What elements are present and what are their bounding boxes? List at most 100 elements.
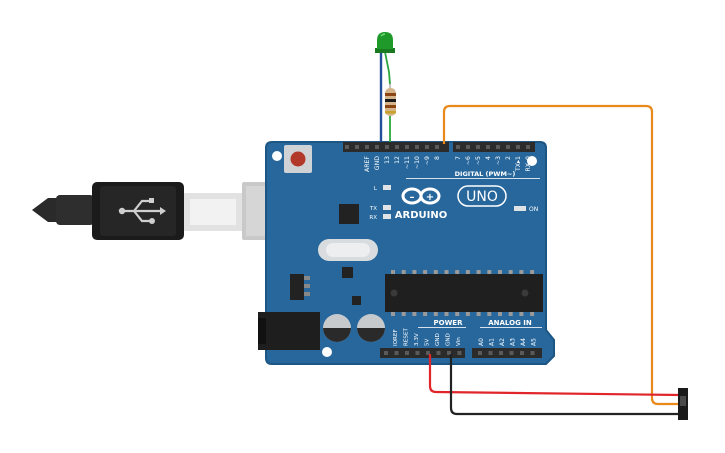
chip-pin bbox=[423, 270, 428, 274]
top-pin-label: ~3 bbox=[495, 156, 502, 165]
analog-header-label: ANALOG IN bbox=[488, 319, 532, 327]
pin-hole[interactable] bbox=[499, 351, 503, 355]
status-leds: L TX RX ON bbox=[369, 185, 538, 221]
power-pin-label: Vin bbox=[456, 337, 462, 346]
pin-hole[interactable] bbox=[405, 351, 409, 355]
top-pin-label: TX▸1 bbox=[515, 156, 522, 172]
pin-hole[interactable] bbox=[457, 351, 462, 355]
power-pin-label: 3.3V bbox=[414, 333, 420, 346]
chip-pin bbox=[401, 270, 406, 274]
pin-hole[interactable] bbox=[405, 145, 409, 149]
pin-hole[interactable] bbox=[385, 145, 389, 149]
voltage-regulator bbox=[290, 274, 310, 300]
digital-header-label: DIGITAL (PWM~) bbox=[455, 170, 516, 178]
chip-pin bbox=[455, 270, 460, 274]
mount-hole bbox=[527, 156, 537, 166]
analog-pin-label: A2 bbox=[499, 338, 506, 346]
pin-hole[interactable] bbox=[375, 145, 379, 149]
chip-pin bbox=[433, 270, 438, 274]
pin-hole[interactable] bbox=[466, 145, 470, 149]
small-chip bbox=[342, 267, 353, 278]
pin-hole[interactable] bbox=[488, 351, 493, 355]
power-pin-label: RESET bbox=[404, 327, 410, 346]
top-pin-label: GND bbox=[374, 156, 381, 170]
led-on bbox=[514, 206, 526, 211]
pin-hole[interactable] bbox=[506, 145, 510, 149]
analog-pin-label: A5 bbox=[531, 338, 538, 346]
pin-hole[interactable] bbox=[516, 145, 520, 149]
chip-pin bbox=[401, 312, 406, 316]
top-pin-label: 7 bbox=[455, 156, 462, 160]
top-pin-label: 13 bbox=[384, 156, 391, 164]
pin-hole[interactable] bbox=[425, 145, 429, 149]
usb-icon bbox=[118, 198, 166, 224]
green-led[interactable] bbox=[375, 32, 395, 53]
pin-hole[interactable] bbox=[447, 351, 451, 355]
slide-switch[interactable] bbox=[678, 388, 688, 420]
mount-hole bbox=[272, 151, 282, 161]
chip-pin bbox=[465, 270, 470, 274]
atmega-microcontroller bbox=[385, 270, 543, 316]
svg-text:+: + bbox=[426, 192, 434, 203]
led-tx-label: TX bbox=[369, 206, 377, 212]
pin-hole[interactable] bbox=[526, 145, 530, 149]
pin-hole[interactable] bbox=[415, 145, 419, 149]
top-pin-label: ~5 bbox=[475, 156, 482, 165]
top-pin-label: 8 bbox=[434, 156, 441, 160]
led-l-label: L bbox=[374, 186, 378, 192]
top-pin-label: 4 bbox=[485, 156, 492, 160]
chip-pin bbox=[508, 270, 513, 274]
chip-pin bbox=[530, 270, 535, 274]
pin-hole[interactable] bbox=[436, 351, 441, 355]
pin-hole[interactable] bbox=[509, 351, 514, 355]
reset-button[interactable] bbox=[284, 145, 312, 173]
analog-pin-label: A0 bbox=[478, 338, 485, 346]
chip-pin bbox=[412, 312, 417, 316]
top-pin-label: 12 bbox=[394, 156, 401, 164]
pin-hole[interactable] bbox=[486, 145, 490, 149]
chip-pin bbox=[423, 312, 428, 316]
pin-hole[interactable] bbox=[345, 145, 349, 149]
ground-wire[interactable] bbox=[449, 354, 680, 416]
top-pin-label: ~10 bbox=[414, 156, 421, 169]
uno-badge: UNO bbox=[457, 185, 507, 207]
model-label: UNO bbox=[466, 189, 498, 205]
resistor[interactable] bbox=[385, 84, 396, 142]
usb-chip bbox=[339, 204, 359, 224]
pin-hole[interactable] bbox=[456, 145, 460, 149]
pin-hole[interactable] bbox=[355, 145, 359, 149]
top-pin-label: ~6 bbox=[465, 156, 472, 165]
chip-pin bbox=[465, 312, 470, 316]
svg-text:–: – bbox=[410, 192, 415, 203]
chip-pin bbox=[487, 312, 492, 316]
pin-hole[interactable] bbox=[384, 351, 388, 355]
chip-pin bbox=[498, 312, 502, 316]
led-green-leg bbox=[384, 51, 391, 85]
dc-power-jack[interactable] bbox=[258, 312, 320, 350]
chip-pin bbox=[530, 312, 535, 316]
pin-hole[interactable] bbox=[478, 351, 482, 355]
power-wire-5v[interactable] bbox=[428, 354, 681, 397]
signal-wire[interactable] bbox=[442, 104, 680, 406]
pin-hole[interactable] bbox=[476, 145, 480, 149]
chip-pin bbox=[519, 270, 524, 274]
pin-hole[interactable] bbox=[395, 145, 399, 149]
pin-hole[interactable] bbox=[530, 351, 535, 355]
pin-hole[interactable] bbox=[415, 351, 420, 355]
top-pin-label: 2 bbox=[505, 156, 512, 160]
chip-pin bbox=[498, 270, 502, 274]
pin-hole[interactable] bbox=[435, 145, 439, 149]
pin-hole[interactable] bbox=[496, 145, 500, 149]
top-pin-label: RX◂0 bbox=[525, 156, 532, 172]
pin-hole[interactable] bbox=[365, 145, 369, 149]
pin-hole[interactable] bbox=[520, 351, 524, 355]
pin-hole[interactable] bbox=[426, 351, 430, 355]
chip-pin bbox=[476, 270, 481, 274]
pin-hole[interactable] bbox=[394, 351, 399, 355]
analog-pin-label: A1 bbox=[489, 338, 496, 346]
led-rx bbox=[383, 214, 391, 219]
chip-pin bbox=[444, 312, 449, 316]
